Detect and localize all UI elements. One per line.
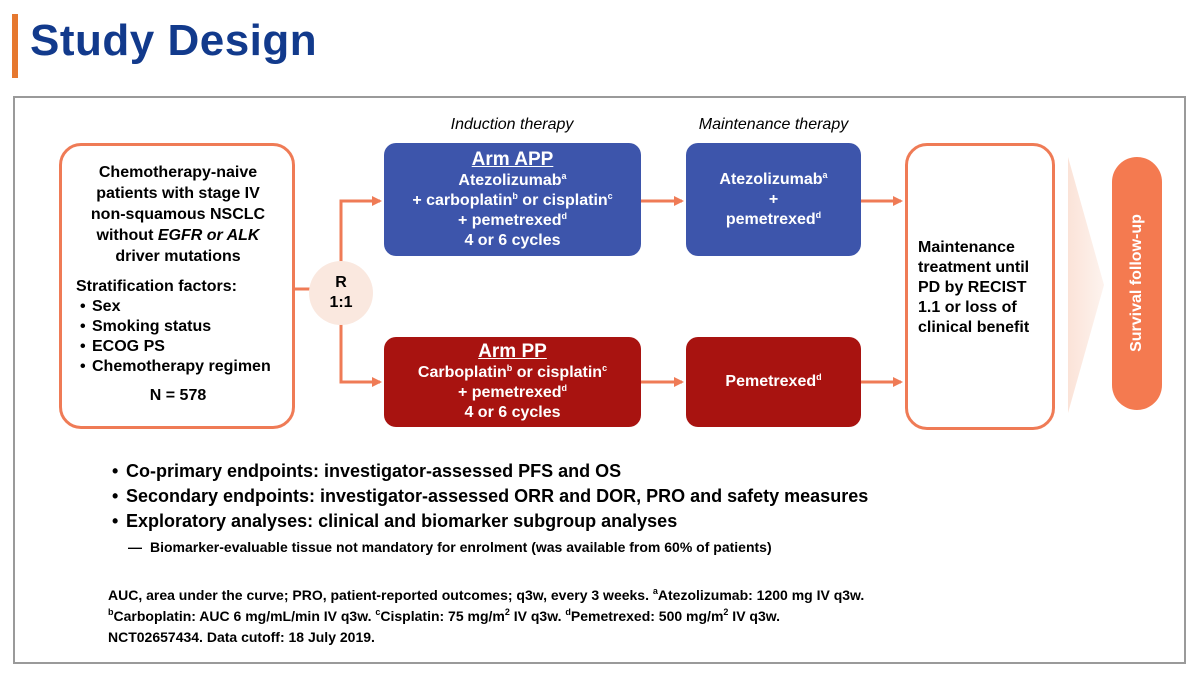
- bullet-co-primary: Co-primary endpoints: investigator-asses…: [112, 459, 868, 484]
- slide-title: Study Design: [30, 16, 318, 65]
- sample-size: N = 578: [149, 387, 207, 404]
- phase-maintenance-label: Maintenance therapy: [698, 116, 849, 133]
- arrow-rand-to-pp: [339, 324, 382, 387]
- survival-follow-up-pill: [1112, 157, 1162, 410]
- strat-item: ECOG PS: [76, 337, 280, 357]
- maintenance-pp-box: Pemetrexedd: [686, 337, 861, 427]
- stratification-title: Stratification factors:: [76, 278, 237, 295]
- stratification-list: Sex Smoking status ECOG PS Chemotherapy …: [76, 297, 280, 377]
- maintenance-app-box: Atezolizumaba + pemetrexedd: [686, 143, 861, 256]
- endpoints-list: Co-primary endpoints: investigator-asses…: [112, 459, 868, 560]
- footnotes: AUC, area under the curve; PRO, patient-…: [108, 586, 865, 646]
- strat-item: Sex: [76, 297, 280, 317]
- arm-app-box: Arm APP Atezolizumaba + carboplatinb or …: [384, 143, 641, 256]
- strat-item: Smoking status: [76, 317, 280, 337]
- population-description: Chemotherapy-naive patients with stage I…: [90, 164, 266, 265]
- arm-app-title: Arm APP: [471, 148, 554, 170]
- arm-pp-box: Arm PP Carboplatinb or cisplatinc + peme…: [384, 337, 641, 427]
- arm-pp-title: Arm PP: [478, 341, 547, 362]
- title-accent-bar: [12, 14, 18, 78]
- arrow-rand-to-app: [339, 196, 382, 262]
- randomization-circle: R 1:1: [309, 261, 373, 325]
- chevron-arrow-icon: [1068, 157, 1104, 413]
- bullet-exploratory: Exploratory analyses: clinical and bioma…: [112, 509, 868, 534]
- strat-item: Chemotherapy regimen: [76, 357, 280, 377]
- sub-bullet-biomarker: Biomarker-evaluable tissue not mandatory…: [112, 534, 868, 560]
- phase-induction-label: Induction therapy: [450, 116, 574, 133]
- bullet-secondary: Secondary endpoints: investigator-assess…: [112, 484, 868, 509]
- maintenance-until-box: Maintenance treatment until PD by RECIST…: [905, 143, 1055, 430]
- diagram-frame: [13, 96, 1186, 664]
- survival-follow-up-label: Survival follow-up: [1128, 214, 1145, 352]
- patient-population-box: Chemotherapy-naive patients with stage I…: [59, 143, 295, 429]
